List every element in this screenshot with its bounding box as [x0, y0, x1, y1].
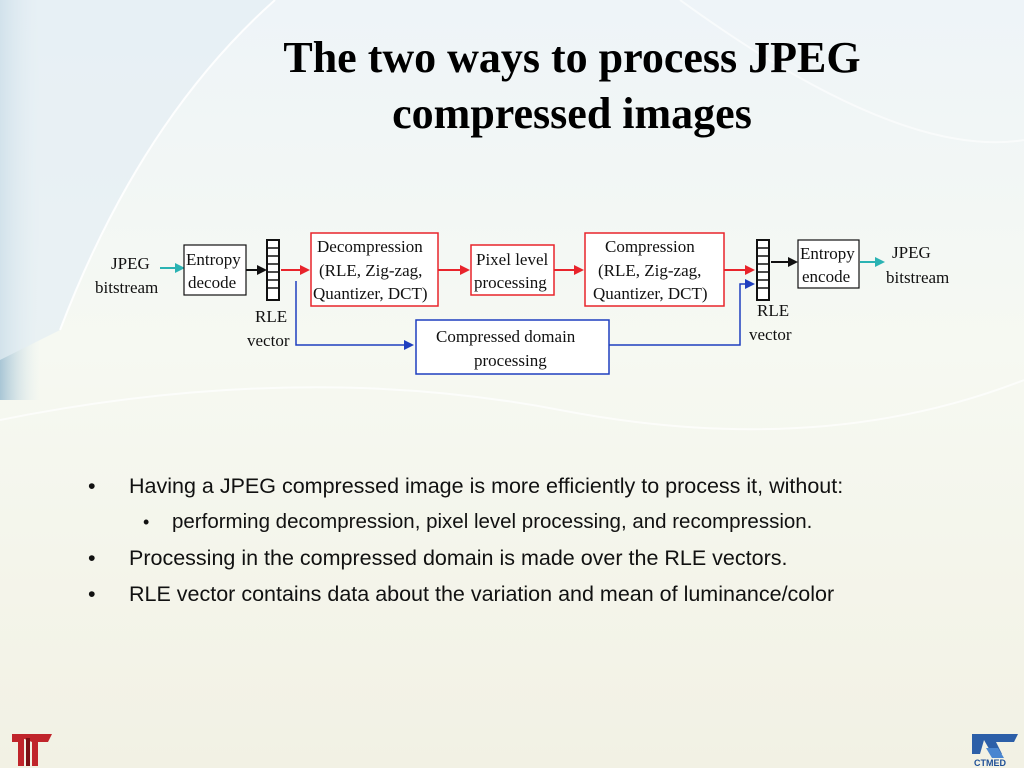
bullet-list: • Having a JPEG compressed image is more…: [88, 470, 1008, 614]
decompression-box: [310, 232, 439, 307]
bullet-text-3: Processing in the compressed domain is m…: [129, 546, 788, 570]
rle-left-label-1: RLE: [255, 307, 287, 326]
compression-line-3: Quantizer, DCT): [593, 284, 708, 303]
input-jpeg-label: JPEG: [111, 254, 150, 273]
compression-line-2: (RLE, Zig-zag,: [598, 261, 701, 280]
bullet-item-1: • Having a JPEG compressed image is more…: [88, 470, 1008, 506]
entropy-decode-line-2: decode: [188, 273, 236, 292]
compressed-domain-box: [415, 319, 610, 375]
university-logo-icon: [12, 734, 52, 766]
input-bitstream-label: bitstream: [95, 278, 158, 297]
compressed-domain-line-1: Compressed domain: [436, 327, 576, 346]
bullet-item-3: • Processing in the compressed domain is…: [88, 542, 1008, 578]
bullet-dot: •: [88, 546, 96, 570]
bullet-text-4: RLE vector contains data about the varia…: [129, 582, 835, 606]
pixel-processing-line-2: processing: [474, 273, 547, 292]
rle-right-label-2: vector: [749, 325, 792, 344]
compression-box: [584, 232, 725, 307]
bullet-text-2: performing decompression, pixel level pr…: [172, 510, 813, 533]
output-bitstream-label: bitstream: [886, 268, 949, 287]
compressed-path-left: [295, 281, 414, 350]
bullet-dot: •: [88, 582, 96, 606]
decompression-line-1: Decompression: [317, 237, 423, 256]
entropy-encode-line-1: Entropy: [800, 244, 855, 263]
entropy-encode-line-2: encode: [802, 267, 850, 286]
rle-vector-left-icon: [266, 239, 280, 301]
ctmed-logo-text: CTMED: [974, 758, 1006, 768]
slide-title: The two ways to process JPEG compressed …: [140, 30, 1004, 142]
compressed-domain-line-2: processing: [474, 351, 547, 370]
slide-title-line-2: compressed images: [392, 89, 752, 138]
entropy-decode-line-1: Entropy: [186, 250, 241, 269]
bullet-dot: •: [143, 512, 150, 532]
bullet-text-1: Having a JPEG compressed image is more e…: [129, 474, 844, 498]
bullet-item-4: • RLE vector contains data about the var…: [88, 578, 1008, 614]
rle-vector-right-icon: [756, 239, 770, 301]
decompression-line-2: (RLE, Zig-zag,: [319, 261, 422, 280]
compressed-path-right: [609, 279, 755, 346]
pixel-processing-line-1: Pixel level: [476, 250, 549, 269]
rle-left-label-2: vector: [247, 331, 290, 350]
entropy-encode-box: [797, 239, 860, 289]
output-jpeg-label: JPEG: [892, 243, 931, 262]
slide-title-line-1: The two ways to process JPEG: [283, 33, 861, 82]
bullet-dot: •: [88, 474, 96, 498]
entropy-decode-box: [183, 244, 247, 296]
decompression-line-3: Quantizer, DCT): [313, 284, 428, 303]
rle-right-label-1: RLE: [757, 301, 789, 320]
ctmed-logo-icon: CTMED: [972, 734, 1018, 768]
bullet-item-2: • performing decompression, pixel level …: [88, 506, 1008, 542]
compression-line-1: Compression: [605, 237, 695, 256]
